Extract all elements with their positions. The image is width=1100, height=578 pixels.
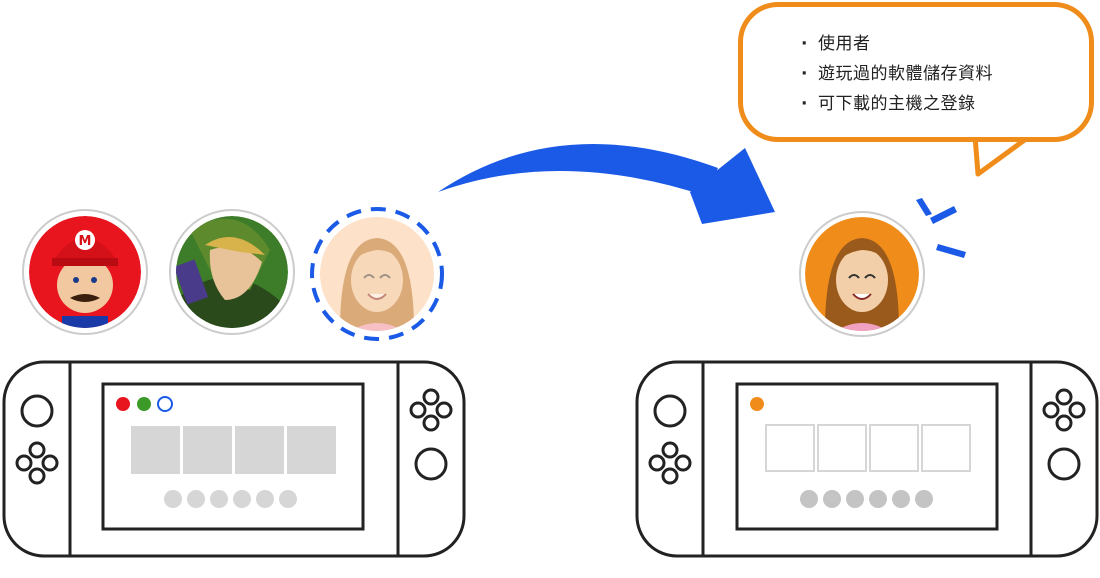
- orange-user-indicator: [750, 397, 764, 411]
- right-screen-content: [750, 397, 971, 508]
- list-item: ·使用者: [801, 34, 871, 54]
- page-dot: [256, 490, 274, 508]
- red-user-indicator: [116, 397, 130, 411]
- page-dot: [187, 490, 205, 508]
- empty-software-tile: [817, 424, 867, 472]
- green-user-indicator: [137, 397, 151, 411]
- page-dot: [233, 490, 251, 508]
- empty-software-tile: [921, 424, 971, 472]
- software-tile: [235, 426, 284, 474]
- page-dot: [210, 490, 228, 508]
- empty-software-tile: [765, 424, 815, 472]
- transfer-arrow: [438, 143, 775, 224]
- mario-avatar: M: [22, 209, 148, 335]
- page-dot: [800, 490, 818, 508]
- transferred-data-list: ·使用者 ·遊玩過的軟體儲存資料 ·可下載的主機之登錄: [801, 29, 993, 119]
- svg-text:M: M: [79, 234, 92, 249]
- blue-user-indicator: [157, 396, 173, 412]
- empty-software-tile: [869, 424, 919, 472]
- list-item: ·遊玩過的軟體儲存資料: [801, 64, 993, 84]
- left-console: [2, 360, 466, 558]
- speech-bubble: ·使用者 ·遊玩過的軟體儲存資料 ·可下載的主機之登錄: [738, 2, 1094, 142]
- software-tile: [287, 426, 336, 474]
- page-dot: [164, 490, 182, 508]
- bullet-icon: ·: [801, 94, 808, 114]
- link-avatar: [169, 209, 295, 335]
- speech-bubble-tail: [972, 133, 1032, 177]
- page-dot: [869, 490, 887, 508]
- page-dot: [892, 490, 910, 508]
- page-dot: [846, 490, 864, 508]
- software-tile: [131, 426, 180, 474]
- list-item: ·可下載的主機之登錄: [801, 94, 976, 114]
- bullet-icon: ·: [801, 34, 808, 54]
- page-dot: [279, 490, 297, 508]
- software-tile: [183, 426, 232, 474]
- excitement-marks: [916, 198, 966, 258]
- bullet-icon: ·: [801, 64, 808, 84]
- page-dot: [823, 490, 841, 508]
- left-screen-content: [116, 396, 336, 508]
- page-dot: [915, 490, 933, 508]
- mii-avatar-faded: [310, 207, 444, 341]
- mii-avatar: [799, 211, 925, 337]
